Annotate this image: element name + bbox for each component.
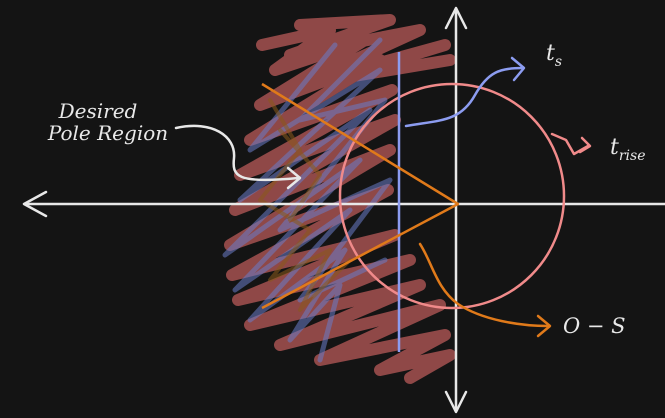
rise-time-subscript: rise [619, 148, 646, 164]
region-label-line1: Desired [58, 99, 138, 123]
overshoot-label: O − S [563, 314, 626, 338]
settling-time-subscript: s [555, 54, 562, 70]
rise-time-circle [338, 82, 566, 310]
shaded-region [222, 14, 456, 384]
settling-time-arrowhead [510, 56, 526, 82]
blue-scribble [222, 37, 393, 363]
rise-time-symbol: t [610, 135, 619, 160]
settling-time-arrow [404, 66, 524, 128]
rise-time-arrowhead [578, 136, 592, 154]
settling-time-label: ts [546, 41, 562, 70]
settling-time-symbol: t [546, 41, 555, 66]
rise-time-label: trise [610, 135, 645, 164]
region-label-line2: Pole Region [47, 121, 168, 145]
overshoot-arrow [418, 242, 550, 328]
imaginary-axis-arrow-down [444, 390, 468, 414]
region-pointer-arrow [174, 124, 300, 182]
overshoot-arrowhead [536, 314, 552, 338]
imaginary-axis-arrow-up [444, 6, 468, 30]
overshoot-wedge [261, 82, 460, 310]
axes [22, 6, 665, 414]
real-axis-arrow [22, 190, 48, 218]
region-pointer-arrowhead [286, 166, 302, 190]
